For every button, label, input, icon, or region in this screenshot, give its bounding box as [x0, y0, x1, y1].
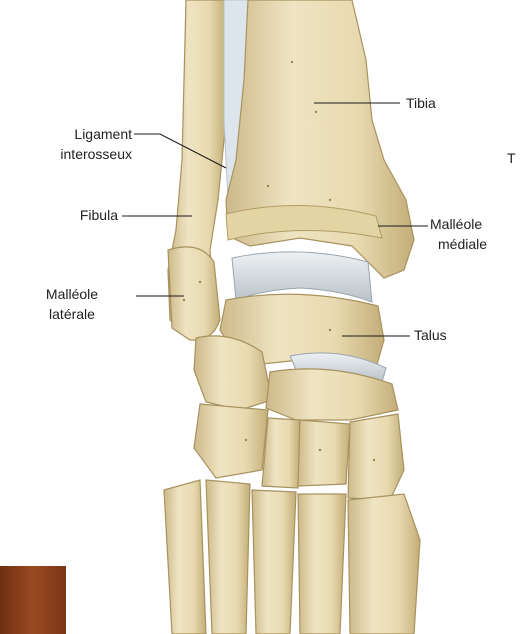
metatarsal-2 — [298, 494, 346, 634]
label-ligament-line2: interosseux — [20, 146, 132, 163]
label-ligament-line1: Ligament — [20, 126, 132, 143]
wood-texture-patch — [0, 566, 66, 634]
metatarsal-5 — [164, 480, 206, 634]
label-malleole-laterale-line2: latérale — [20, 306, 124, 323]
label-talus: Talus — [414, 327, 447, 344]
metatarsal-1 — [348, 494, 420, 634]
label-tibia: Tibia — [406, 95, 436, 112]
cuboid-bone — [194, 404, 268, 478]
lateral-malleolus — [168, 247, 220, 340]
label-malleole-mediale-line1: Malléole — [430, 216, 482, 233]
label-malleole-mediale-line2: médiale — [438, 236, 487, 253]
cuneiform-lateral — [262, 418, 300, 488]
metatarsal-4 — [206, 480, 250, 634]
label-cut-letter: T — [507, 150, 516, 167]
cuneiform-medial — [348, 414, 404, 500]
label-malleole-laterale-line1: Malléole — [20, 286, 124, 303]
cuneiform-intermediate — [298, 420, 350, 486]
label-fibula: Fibula — [20, 207, 118, 224]
tibia-bone — [226, 0, 414, 278]
metatarsal-3 — [252, 490, 296, 634]
